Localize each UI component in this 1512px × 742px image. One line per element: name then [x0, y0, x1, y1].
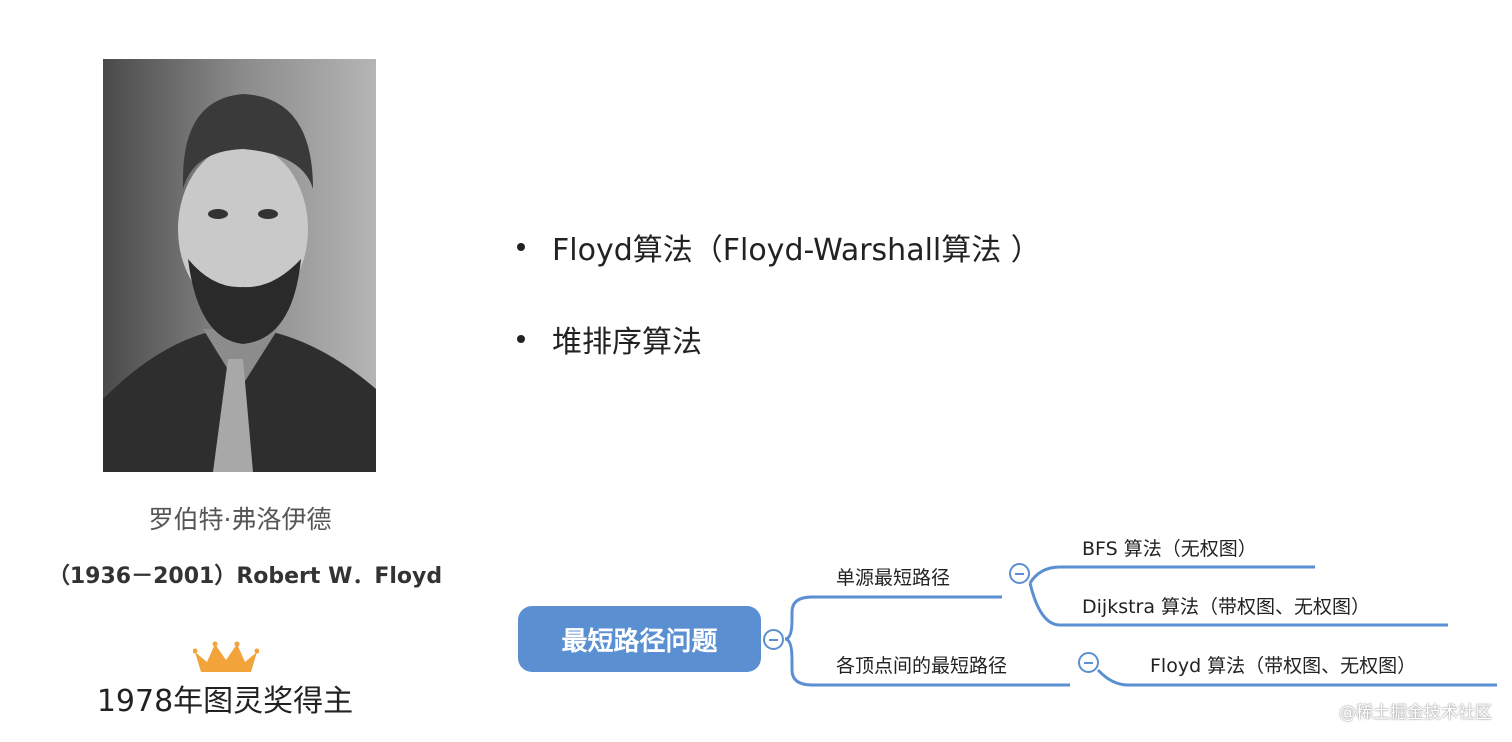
- collapse-toggle-icon[interactable]: [1009, 563, 1030, 584]
- bullet-list: Floyd算法（Floyd-Warshall算法 ） 堆排序算法: [517, 222, 1041, 406]
- bullet-item: 堆排序算法: [517, 314, 1041, 364]
- bullet-text: Floyd算法（Floyd-Warshall算法 ）: [552, 233, 1041, 268]
- bullet-dot-icon: [517, 243, 525, 251]
- watermark: @稀土掘金技术社区: [1339, 703, 1492, 723]
- leaf-dijkstra[interactable]: Dijkstra 算法（带权图、无权图）: [1082, 596, 1371, 618]
- mindmap-root-node[interactable]: 最短路径问题: [518, 606, 761, 672]
- crown-icon: [193, 641, 259, 672]
- bullet-text: 堆排序算法: [552, 325, 702, 360]
- leaf-floyd[interactable]: Floyd 算法（带权图、无权图）: [1150, 655, 1417, 677]
- branch-single-source[interactable]: 单源最短路径: [836, 567, 951, 589]
- person-years: （1936－2001）Robert W．Floyd: [47, 564, 443, 589]
- bullet-dot-icon: [517, 335, 525, 343]
- collapse-toggle-icon[interactable]: [763, 629, 784, 650]
- turing-award-caption: 1978年图灵奖得主: [96, 684, 354, 719]
- leaf-bfs[interactable]: BFS 算法（无权图）: [1082, 538, 1257, 560]
- bullet-item: Floyd算法（Floyd-Warshall算法 ）: [517, 222, 1041, 272]
- person-name: 罗伯特·弗洛伊德: [148, 505, 332, 534]
- collapse-toggle-icon[interactable]: [1078, 652, 1099, 673]
- portrait-photo: [103, 59, 376, 472]
- branch-all-pairs[interactable]: 各顶点间的最短路径: [836, 655, 1008, 677]
